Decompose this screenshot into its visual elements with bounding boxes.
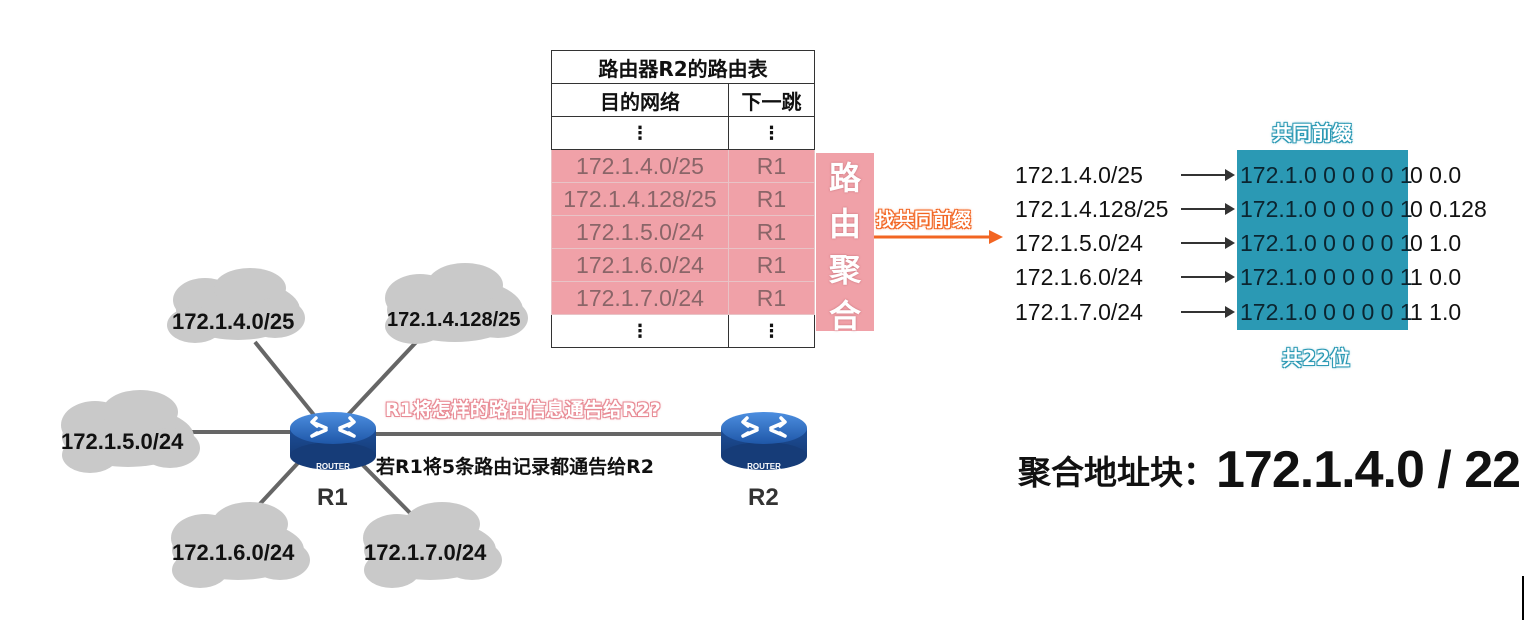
aggregation-char: 由 xyxy=(828,205,861,243)
table-row: ⋮ ⋮ xyxy=(551,116,815,150)
router-r2-badge: ROUTER xyxy=(747,462,781,471)
arrow-icon xyxy=(1181,203,1235,215)
binary-row-suffix: 0 0.0 xyxy=(1410,162,1462,188)
binary-row-suffix: 1 1.0 xyxy=(1410,299,1462,325)
arrow-icon xyxy=(1181,169,1235,181)
column-header-dest: 目的网络 xyxy=(551,83,729,117)
binary-row: 172.1.5.0/24 172.1.0 0 0 0 0 1 0 1.0 xyxy=(0,228,1525,258)
binary-row-prefix: 172.1.0 0 0 0 0 1 xyxy=(1240,230,1413,256)
router-r2-icon xyxy=(721,412,807,470)
router-r1-icon xyxy=(290,412,376,470)
table-row: 172.1.4.0/25 R1 xyxy=(551,149,815,183)
find-prefix-arrow xyxy=(874,230,1003,244)
link-r1-net2 xyxy=(343,336,422,420)
arrow-icon xyxy=(1181,271,1235,283)
router-r1-badge: ROUTER xyxy=(316,462,350,471)
binary-row: 172.1.6.0/24 172.1.0 0 0 0 0 1 1 0.0 xyxy=(0,262,1525,292)
arrow-icon xyxy=(1181,237,1235,249)
table-header-row: 目的网络 下一跳 xyxy=(551,83,815,117)
binary-row-prefix: 172.1.0 0 0 0 0 1 xyxy=(1240,299,1413,325)
table-cell-dest: ⋮ xyxy=(551,116,729,150)
table-title-row: 路由器R2的路由表 xyxy=(551,50,815,84)
binary-row-addr: 172.1.5.0/24 xyxy=(1015,230,1143,256)
table-row: 172.1.7.0/24 R1 xyxy=(551,281,815,315)
cloud-net-172-1-5-0 xyxy=(61,390,200,473)
text-cursor xyxy=(1522,576,1524,620)
cloud-net-172-1-7-0 xyxy=(363,502,502,588)
binary-row: 172.1.7.0/24 172.1.0 0 0 0 0 1 1 1.0 xyxy=(0,297,1525,327)
column-header-next-hop: 下一跳 xyxy=(728,83,815,117)
binary-row: 172.1.4.0/25 172.1.0 0 0 0 0 1 0 0.0 xyxy=(0,160,1525,190)
aggregate-label: 聚合地址块： xyxy=(1018,453,1216,492)
note-text: 若R1将5条路由记录都通告给R2 xyxy=(376,456,654,478)
cloud-net-172-1-6-0 xyxy=(171,502,310,588)
router-r2-label: R2 xyxy=(748,484,779,511)
cloud-net-172-1-4-128 xyxy=(385,263,528,344)
table-cell-hop: ⋮ xyxy=(728,116,815,150)
table-cell-dest: 172.1.5.0/24 xyxy=(551,215,729,249)
route-aggregation-label: 路 由 聚 合 xyxy=(816,153,874,335)
aggregation-char: 合 xyxy=(828,297,861,335)
binary-row-suffix: 0 0.128 xyxy=(1410,196,1487,222)
binary-row-prefix: 172.1.0 0 0 0 0 1 xyxy=(1240,162,1413,188)
binary-row-prefix: 172.1.0 0 0 0 0 1 xyxy=(1240,196,1413,222)
common-prefix-highlight xyxy=(1237,150,1408,330)
table-cell-dest: 172.1.4.128/25 xyxy=(551,182,729,216)
table-cell-hop: R1 xyxy=(728,281,815,315)
aggregation-char: 路 xyxy=(828,159,861,197)
binary-row-addr: 172.1.4.0/25 xyxy=(1015,162,1143,188)
table-cell-hop: R1 xyxy=(728,149,815,183)
table-title: 路由器R2的路由表 xyxy=(551,50,815,84)
aggregate-value: 172.1.4.0 / 22 xyxy=(1216,441,1521,499)
table-row: 172.1.5.0/24 R1 xyxy=(551,215,815,249)
binary-row-suffix: 0 1.0 xyxy=(1410,230,1462,256)
network-label-2: 172.1.4.128/25 xyxy=(387,309,521,331)
aggregation-char: 聚 xyxy=(828,251,861,289)
arrow-icon xyxy=(1181,306,1235,318)
common-prefix-title: 共同前缀 xyxy=(1272,121,1352,145)
aggregate-address-block: 聚合地址块：172.1.4.0 / 22 xyxy=(1018,440,1521,500)
router-r1-label: R1 xyxy=(317,484,348,511)
table-cell-hop: ⋮ xyxy=(728,314,815,348)
table-cell-dest: 172.1.7.0/24 xyxy=(551,281,729,315)
routing-table: 路由器R2的路由表 目的网络 下一跳 ⋮ ⋮ 172.1.4.0/25 R1 1… xyxy=(551,50,815,348)
binary-row: 172.1.4.128/25 172.1.0 0 0 0 0 1 0 0.128 xyxy=(0,194,1525,224)
table-cell-dest: ⋮ xyxy=(551,314,729,348)
table-cell-hop: R1 xyxy=(728,248,815,282)
table-row: 172.1.4.128/25 R1 xyxy=(551,182,815,216)
find-prefix-label: 找共同前缀 xyxy=(876,209,972,231)
table-row: ⋮ ⋮ xyxy=(551,314,815,348)
binary-row-addr: 172.1.4.128/25 xyxy=(1015,196,1169,222)
binary-row-prefix: 172.1.0 0 0 0 0 1 xyxy=(1240,264,1413,290)
links xyxy=(170,336,728,522)
table-cell-hop: R1 xyxy=(728,215,815,249)
question-text: R1将怎样的路由信息通告给R2? xyxy=(385,399,661,421)
binary-row-suffix: 1 0.0 xyxy=(1410,264,1462,290)
network-label-1: 172.1.4.0/25 xyxy=(172,309,295,334)
network-label-4: 172.1.6.0/24 xyxy=(172,540,295,565)
network-label-3: 172.1.5.0/24 xyxy=(61,429,184,454)
table-cell-hop: R1 xyxy=(728,182,815,216)
binary-row-addr: 172.1.7.0/24 xyxy=(1015,299,1143,325)
table-cell-dest: 172.1.4.0/25 xyxy=(551,149,729,183)
binary-row-addr: 172.1.6.0/24 xyxy=(1015,264,1143,290)
cloud-net-172-1-4-0 xyxy=(167,268,305,343)
prefix-bits-label: 共22位 xyxy=(1282,346,1350,370)
link-r1-net1 xyxy=(253,340,320,422)
network-label-5: 172.1.7.0/24 xyxy=(364,540,487,565)
